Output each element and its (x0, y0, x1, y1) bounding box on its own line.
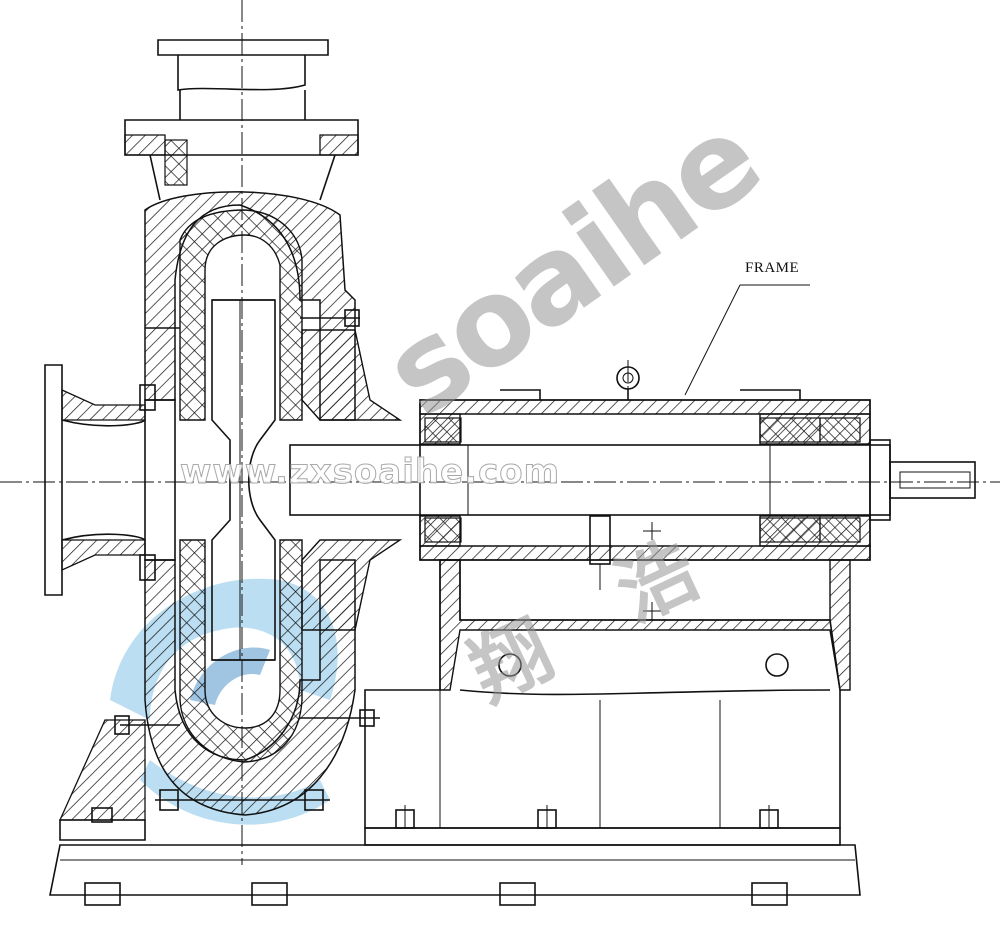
pump-shaft (289, 417, 976, 543)
pump-casing (114, 191, 403, 816)
centerlines (0, 0, 1000, 865)
frame-callout-leader (684, 284, 810, 396)
bearing-frame-pedestal (91, 559, 851, 829)
discharge-outlet (124, 39, 359, 201)
suction-inlet (44, 364, 176, 841)
bearing-housing (419, 366, 871, 590)
frame-callout-label: FRAME (745, 260, 800, 276)
base-frame (49, 827, 861, 906)
